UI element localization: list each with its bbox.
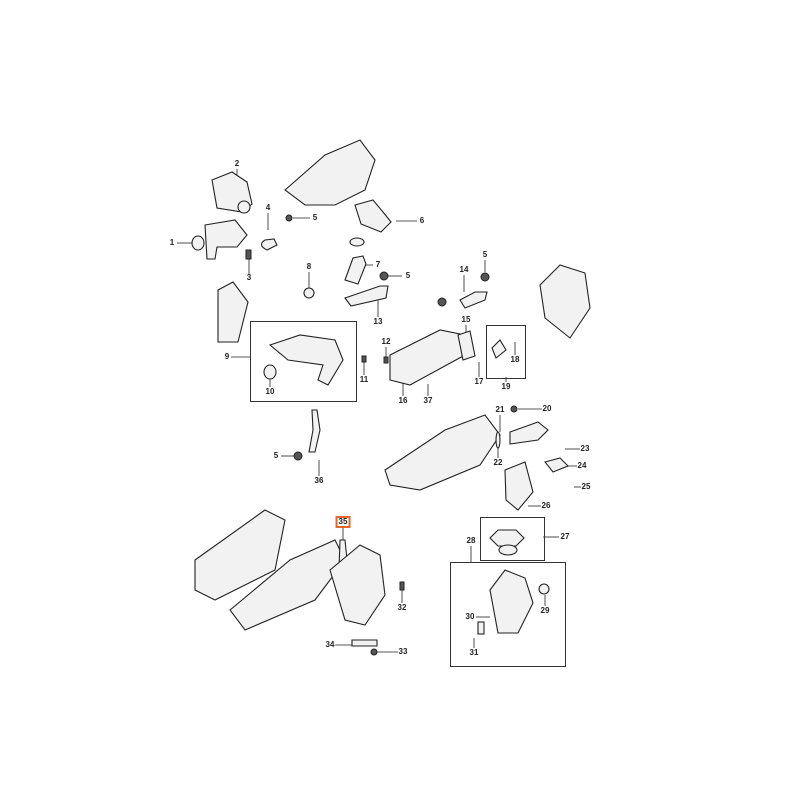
callout-label-13: 13 [373,317,383,326]
gasket-27b [498,544,518,556]
part-group-box-27 [480,517,545,561]
clamp [349,237,365,247]
egr-valve-28 [489,569,534,634]
callout-label-5: 5 [312,213,318,222]
callout-label-19: 19 [501,382,511,391]
part-group-box-9 [250,321,357,402]
callout-label-27: 27 [560,532,570,541]
callout-label-33: 33 [398,647,408,656]
callout-label-3: 3 [246,273,252,282]
callout-label-26: 26 [541,501,551,510]
hose-36 [308,409,321,453]
clamp-8 [303,287,315,299]
callout-label-30: 30 [465,612,475,621]
hose-4 [260,238,278,251]
callout-label-4: 4 [265,203,271,212]
thermostat-housing-2 [211,171,253,214]
cap-29 [538,583,550,595]
hose-14 [459,291,488,309]
bracket-34 [351,639,378,647]
hose-13 [344,285,389,307]
thermostat-housing [204,219,248,260]
callout-label-21: 21 [495,405,505,414]
callout-label-28: 28 [466,536,476,545]
hose-18 [491,339,507,359]
o-ring-10 [263,364,277,380]
callout-label-32: 32 [397,603,407,612]
exhaust-manifold [194,509,286,601]
coolant-pipe-9 [268,334,344,386]
gasket-21 [495,431,501,449]
sensor-31 [477,621,485,635]
callout-label-14: 14 [459,265,469,274]
callout-label-5: 5 [405,271,411,280]
callout-label-24: 24 [577,461,587,470]
callout-label-11: 11 [359,375,369,384]
callout-label-18: 18 [510,355,520,364]
callout-label-7: 7 [375,260,381,269]
gasket-1 [191,235,205,251]
callout-label-16: 16 [398,396,408,405]
callout-label-9: 9 [224,352,230,361]
egr-valve-right [539,264,591,339]
callout-label-12: 12 [381,337,391,346]
callout-label-5: 5 [482,250,488,259]
callout-label-5: 5 [273,451,279,460]
callout-label-31: 31 [469,648,479,657]
callout-label-22: 22 [493,458,503,467]
callout-label-29: 29 [540,606,550,615]
gasket-27a [489,529,525,547]
gasket-24 [544,457,569,473]
part-group-box-28 [450,562,566,667]
sensor-3 [245,249,252,260]
egr-valve-26 [504,461,534,511]
callout-label-8: 8 [306,262,312,271]
gasket-15 [457,330,476,361]
egr-valve-upper [354,199,392,233]
callout-label-25: 25 [581,482,591,491]
callout-label-1: 1 [169,238,175,247]
callout-label-34: 34 [325,640,335,649]
intake-manifold-middle [384,414,501,491]
callout-label-37: 37 [423,396,433,405]
egr-cooler-16 [389,329,466,386]
callout-label-36: 36 [314,476,324,485]
callout-label-17: 17 [474,377,484,386]
callout-label-6: 6 [419,216,425,225]
bracket [217,281,249,343]
intake-manifold-upper [284,139,376,206]
callout-label-15: 15 [461,315,471,324]
callout-label-23: 23 [580,444,590,453]
part-group-box-19 [486,325,526,379]
hose-7 [344,255,367,285]
egr-valve-lower [329,544,386,626]
callout-label-35-highlighted[interactable]: 35 [335,516,351,528]
callout-label-20: 20 [542,404,552,413]
callout-label-2: 2 [234,159,240,168]
egr-tube-22 [509,421,549,445]
callout-label-10: 10 [265,387,275,396]
